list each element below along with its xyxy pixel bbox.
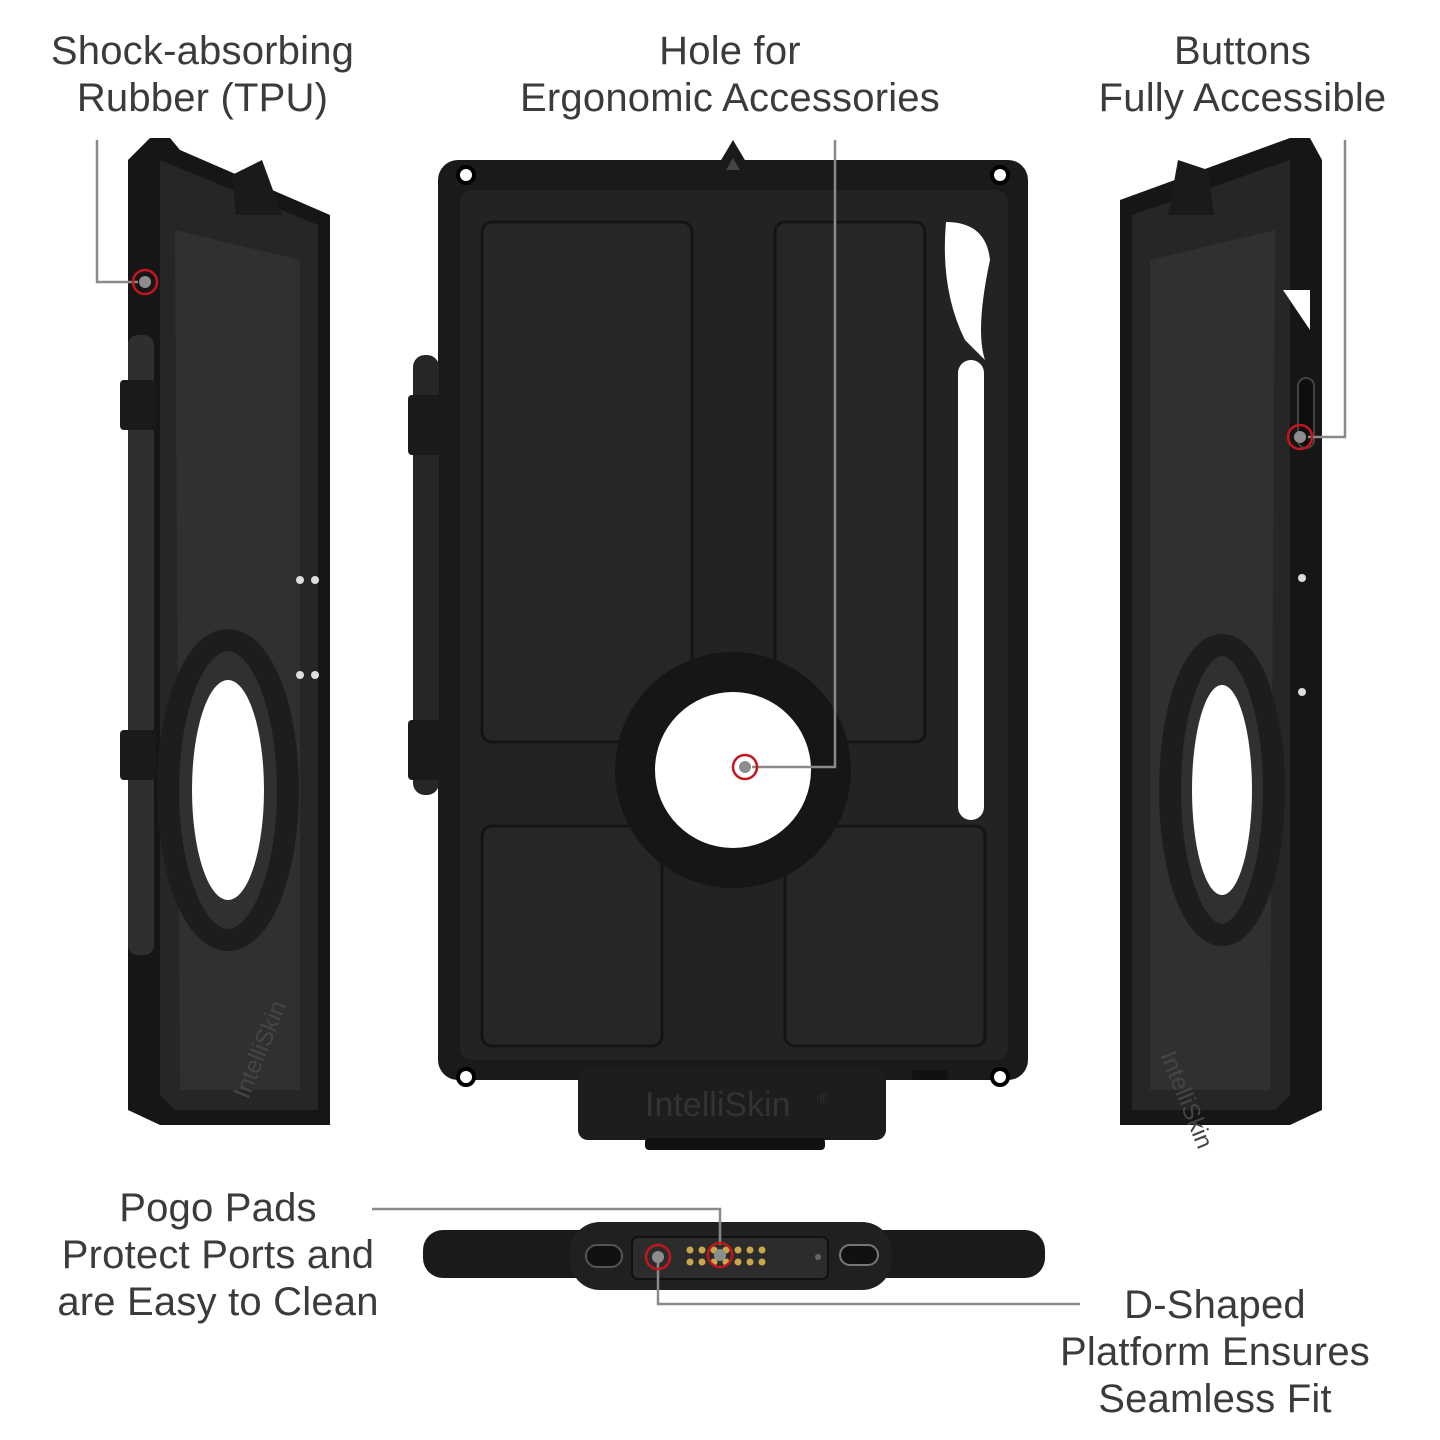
callout-pogo-pads: Pogo Pads Protect Ports and are Easy to …	[8, 1185, 428, 1326]
callout-line: Pogo Pads	[119, 1186, 317, 1230]
callout-line: are Easy to Clean	[57, 1280, 379, 1324]
callout-line: Fully Accessible	[1098, 76, 1387, 120]
callout-line: Buttons	[1173, 29, 1312, 73]
callout-line: Protect Ports and	[61, 1233, 375, 1277]
center-brand-mark: IntelliSkin	[645, 1086, 791, 1124]
center-back-view: IntelliSkin ®	[408, 140, 1028, 1150]
callout-line: Seamless Fit	[1098, 1377, 1332, 1421]
callout-shock-absorbing-rubber: Shock-absorbing Rubber (TPU)	[0, 28, 405, 122]
callout-d-shaped-platform: D-Shaped Platform Ensures Seamless Fit	[1010, 1282, 1420, 1423]
bottom-edge-view	[423, 1222, 1045, 1290]
leader-lines	[95, 140, 1347, 1306]
left-side-view: IntelliSkin	[120, 138, 330, 1125]
callout-buttons-accessible: Buttons Fully Accessible	[1050, 28, 1435, 122]
callout-line: Platform Ensures	[1060, 1330, 1370, 1374]
callout-accessory-hole: Hole for Ergonomic Accessories	[440, 28, 1020, 122]
right-side-view: IntelliSkin	[1120, 138, 1322, 1152]
callout-line: Rubber (TPU)	[76, 76, 329, 120]
callout-line: Hole for	[659, 29, 801, 73]
callout-line: D-Shaped	[1124, 1283, 1306, 1327]
center-registered-mark: ®	[817, 1090, 828, 1106]
callout-line: Shock-absorbing	[50, 29, 355, 73]
callout-line: Ergonomic Accessories	[520, 76, 940, 120]
callout-markers	[131, 268, 1314, 1271]
